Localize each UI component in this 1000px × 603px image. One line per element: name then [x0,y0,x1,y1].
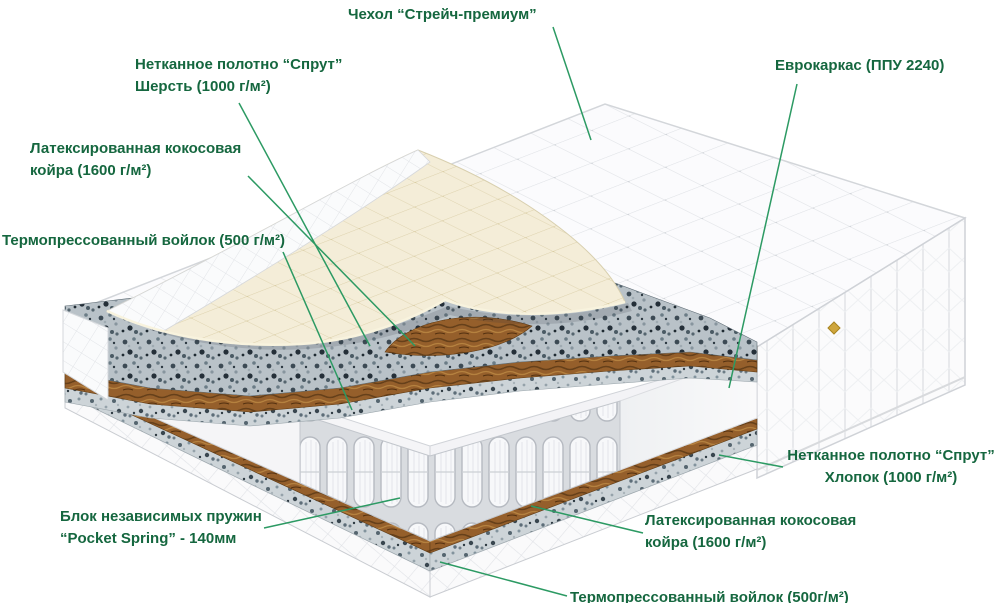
label-sprut-cotton: Нетканное полотно “Спрут” Хлопок (1000 г… [785,445,997,489]
label-text: Шерсть (1000 г/м²) [135,78,271,95]
label-text: “Pocket Spring” - 140мм [60,530,237,547]
label-cover: Чехол “Стрейч-премиум” [348,4,537,26]
label-text: Еврокаркас (ППУ 2240) [775,57,945,74]
label-eurokarkas: Еврокаркас (ППУ 2240) [775,55,944,77]
label-coir-bottom: Латексированная кокосовая койра (1600 г/… [645,510,856,554]
label-text: Чехол “Стрейч-премиум” [348,6,537,23]
label-coir-top: Латексированная кокосовая койра (1600 г/… [30,138,241,182]
label-felt-bottom: Термопрессованный войлок (500г/м²) [570,587,849,603]
label-felt-top: Термопрессованный войлок (500 г/м²) [2,230,285,252]
label-text: Латексированная кокосовая [30,140,242,157]
label-text: койра (1600 г/м²) [30,162,152,179]
label-text: Нетканное полотно “Спрут” [787,447,995,464]
label-sprut-wool: Нетканное полотно “Спрут” Шерсть (1000 г… [135,54,342,98]
label-text: Нетканное полотно “Спрут” [135,56,343,73]
label-text: Хлопок (1000 г/м²) [824,469,958,486]
label-text: Латексированная кокосовая [645,512,857,529]
left-cover-edge [62,309,109,401]
label-pocket-spring: Блок независимых пружин “Pocket Spring” … [60,506,262,550]
label-text: Термопрессованный войлок (500г/м²) [570,589,849,603]
label-text: койра (1600 г/м²) [645,534,767,551]
brand-emblem [827,321,841,335]
label-text: Термопрессованный войлок (500 г/м²) [2,232,285,249]
label-text: Блок независимых пружин [60,508,262,525]
